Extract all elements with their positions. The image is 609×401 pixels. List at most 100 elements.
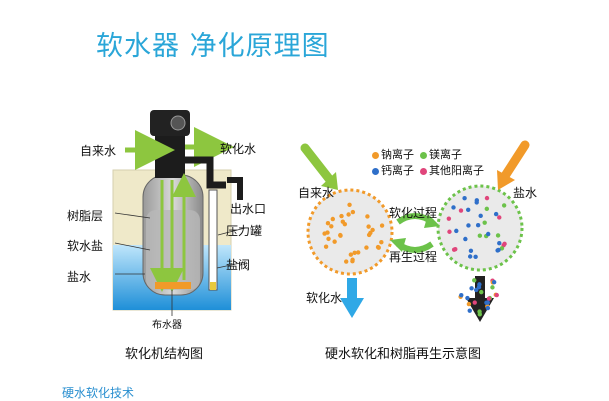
outlet-riser — [227, 177, 243, 200]
resin-sphere-softening — [306, 188, 394, 276]
ion-dot — [484, 195, 490, 201]
label-right-tap-water: 自来水 — [298, 186, 335, 200]
ion-dot — [497, 215, 502, 220]
ion-dot — [350, 209, 356, 215]
label-soft-water: 软化水 — [220, 142, 257, 156]
ion-dot — [493, 211, 499, 217]
ion-dot — [451, 247, 457, 252]
label-brine: 盐水 — [67, 270, 92, 284]
label-right-brine: 盐水 — [513, 186, 538, 200]
ion-dot — [350, 259, 355, 264]
ion-dot — [486, 296, 492, 301]
ion-dot — [472, 278, 477, 283]
control-display-icon — [170, 115, 186, 131]
ion-dot — [484, 206, 490, 212]
ion-dot — [466, 301, 472, 307]
distributor — [155, 282, 191, 289]
ion-dot — [473, 254, 478, 260]
ion-dot — [379, 239, 384, 245]
ion-dot — [339, 213, 344, 219]
ion-dot — [482, 220, 487, 225]
ion-dot — [447, 229, 452, 234]
ion-dot — [340, 219, 346, 224]
ion-dot — [484, 300, 489, 305]
ion-dot — [376, 245, 381, 250]
ion-dot — [490, 285, 495, 290]
ion-dot — [472, 300, 477, 305]
calcium-dot-icon — [372, 167, 379, 175]
ion-dot — [346, 212, 351, 217]
label-resin-layer: 树脂层 — [67, 209, 104, 223]
ion-dot — [344, 259, 349, 264]
ion-dot — [469, 286, 474, 291]
ion-dot — [379, 223, 385, 228]
ion-dot — [485, 305, 491, 311]
ion-dot — [330, 216, 336, 222]
ion-dot — [499, 246, 505, 251]
ion-dot — [323, 244, 329, 249]
footer-heading: 硬水软化技术 — [62, 386, 135, 400]
ion-dot — [497, 241, 502, 246]
caption-softening-regeneration: 硬水软化和树脂再生示意图 — [325, 347, 482, 362]
ion-dot — [477, 312, 482, 317]
ion-dot — [466, 223, 471, 228]
ion-dot — [365, 214, 370, 219]
ion-dot — [467, 308, 472, 313]
ion-dot — [494, 292, 499, 298]
ion-dot — [462, 195, 467, 201]
ion-dot — [356, 250, 361, 255]
ion-dot — [446, 216, 452, 221]
label-outlet: 出水口 — [230, 202, 267, 216]
ion-dot — [325, 230, 330, 235]
ion-dot — [325, 221, 331, 226]
ion-dot — [348, 252, 354, 257]
ion-dot — [477, 233, 483, 238]
ion-dot — [466, 207, 471, 213]
ion-dot — [491, 279, 497, 285]
other-cation-dot-icon — [420, 167, 427, 175]
label-right-soft-water: 软化水 — [306, 291, 343, 305]
ion-dot — [496, 247, 501, 253]
label-pressure-tank: 压力罐 — [226, 224, 263, 238]
ion-dot — [347, 202, 352, 207]
ion-dot — [451, 205, 456, 210]
label-softening-process: 软化过程 — [389, 206, 438, 220]
legend-magnesium: 镁离子 — [420, 146, 462, 162]
ion-dot — [476, 285, 482, 290]
ion-dot — [465, 295, 470, 301]
outlet-pipe — [185, 156, 226, 189]
caption-structure: 软化机结构图 — [125, 347, 204, 362]
ion-dot — [474, 198, 480, 203]
ion-dot — [454, 228, 459, 234]
ion-dot — [475, 222, 481, 228]
label-salt-valve: 盐阀 — [226, 258, 251, 272]
ion-dot — [459, 292, 464, 298]
magnesium-dot-icon — [420, 151, 427, 159]
ion-dot — [485, 231, 491, 237]
ion-dot — [364, 245, 369, 250]
ion-dot — [478, 213, 483, 219]
ion-dot — [366, 224, 371, 229]
ion-dot — [474, 287, 479, 293]
ion-dot — [501, 203, 507, 208]
ion-dot — [463, 236, 468, 242]
brine-arrow — [500, 140, 530, 181]
label-distributor: 布水器 — [152, 320, 182, 331]
ion-dot — [329, 224, 334, 229]
ion-dot — [495, 233, 501, 238]
label-soft-salt: 软水盐 — [67, 239, 104, 253]
ion-dot — [326, 236, 331, 242]
page-title: 软水器 净化原理图 — [96, 31, 330, 62]
legend-other-cations: 其他阳离子 — [420, 162, 484, 178]
ion-dot — [338, 233, 343, 238]
label-regeneration-process: 再生过程 — [389, 250, 438, 264]
ion-dot — [368, 230, 373, 236]
ion-dot — [352, 250, 357, 256]
ion-dot — [468, 248, 474, 253]
ion-dot — [467, 254, 473, 259]
ion-dot — [332, 239, 337, 244]
resin-sphere-regeneration — [436, 184, 524, 272]
legend-sodium: 钠离子 — [372, 146, 414, 162]
